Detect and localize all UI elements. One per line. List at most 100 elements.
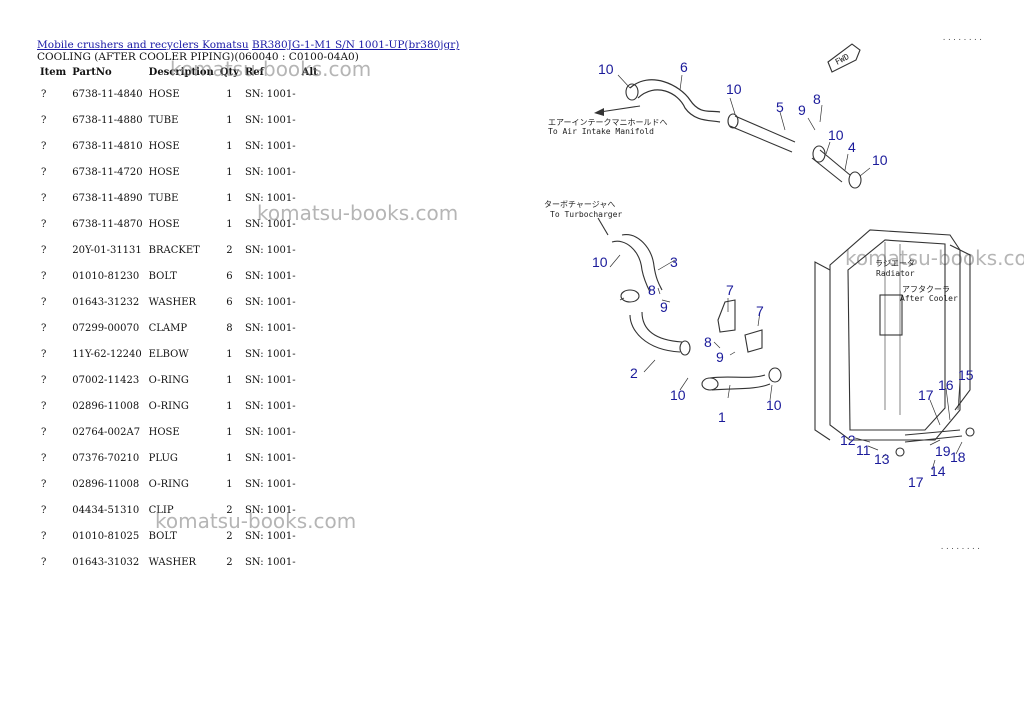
cell-ref: SN: 1001- <box>244 322 296 334</box>
cell-qty: 2 <box>226 244 233 256</box>
cell-alt <box>299 315 321 341</box>
cell-partno: 6738-11-4870 <box>72 218 143 230</box>
cell-item: ? <box>41 114 47 126</box>
cell-description: O-RING <box>148 400 189 412</box>
cell-item: ? <box>41 140 47 152</box>
cell-item: ? <box>41 452 47 464</box>
cell-partno: 07002-11423 <box>72 374 140 386</box>
cell-qty: 1 <box>226 374 233 386</box>
cell-qty: 6 <box>226 270 233 282</box>
cell-description: BRACKET <box>148 244 200 256</box>
cell-item: ? <box>41 166 47 178</box>
callout-number: 4 <box>848 139 856 155</box>
cell-ref: SN: 1001- <box>244 452 296 464</box>
cell-item: ? <box>41 218 47 230</box>
hose-3 <box>611 240 651 293</box>
radiator-block <box>814 229 971 441</box>
svg-text:ターボチャージャへ: ターボチャージャへ <box>544 200 615 209</box>
callout-number: 10 <box>592 254 608 270</box>
cell-qty: 1 <box>226 426 233 438</box>
callout-number: 2 <box>630 365 638 381</box>
svg-text:To Air Intake Manifold: To Air Intake Manifold <box>548 127 654 136</box>
header-description: Description <box>148 67 214 78</box>
cell-partno: 04434-51310 <box>72 504 140 516</box>
cell-partno: 02896-11008 <box>72 478 140 490</box>
cell-item: ? <box>41 426 47 438</box>
callout-number: 10 <box>670 387 686 403</box>
breadcrumb-link-catalog[interactable]: Mobile crushers and recyclers Komatsu <box>37 39 249 51</box>
cell-partno: 01010-81025 <box>72 530 140 542</box>
cell-item: ? <box>41 192 47 204</box>
svg-text:アフタクーラ: アフタクーラ <box>902 285 950 294</box>
cell-description: CLIP <box>148 504 174 516</box>
hose-4 <box>811 149 851 183</box>
cell-qty: 8 <box>226 322 233 334</box>
callout-number: 12 <box>840 432 856 448</box>
cell-qty: 1 <box>226 478 233 490</box>
nav-dots-bottom: ........ <box>940 543 982 551</box>
cell-alt <box>299 419 321 445</box>
cell-qty: 1 <box>226 140 233 152</box>
callout-number: 15 <box>958 367 974 383</box>
cell-alt <box>299 81 321 107</box>
cell-qty: 1 <box>226 114 233 126</box>
breadcrumb: Mobile crushers and recyclers Komatsu BR… <box>37 39 459 51</box>
cell-alt <box>299 185 321 211</box>
cell-item: ? <box>41 374 47 386</box>
cell-alt <box>299 523 321 549</box>
cell-partno: 6738-11-4720 <box>72 166 143 178</box>
cell-description: TUBE <box>148 192 179 204</box>
cell-item: ? <box>41 348 47 360</box>
cell-description: WASHER <box>148 556 197 568</box>
callout-number: 16 <box>938 377 954 393</box>
cell-partno: 02896-11008 <box>72 400 140 412</box>
cell-partno: 07376-70210 <box>72 452 140 464</box>
breadcrumb-link-model[interactable]: BR380JG-1-M1 S/N 1001-UP(br380jgr) <box>251 39 460 51</box>
callout-number: 9 <box>798 102 806 118</box>
cell-ref: SN: 1001- <box>244 504 296 516</box>
callout-number: 10 <box>828 127 844 143</box>
tube-2 <box>629 311 683 353</box>
callout-number: 17 <box>918 387 934 403</box>
cell-item: ? <box>41 270 47 282</box>
cell-ref: SN: 1001- <box>244 296 296 308</box>
cell-qty: 1 <box>226 452 233 464</box>
cell-partno: 6738-11-4810 <box>72 140 143 152</box>
callout-number: 7 <box>726 282 734 298</box>
cell-partno: 20Y-01-31131 <box>72 244 142 256</box>
cell-ref: SN: 1001- <box>244 374 296 386</box>
tube-5 <box>729 115 796 153</box>
cell-partno: 07299-00070 <box>72 322 140 334</box>
svg-text:ラジエータ: ラジエータ <box>875 259 915 268</box>
cell-alt <box>299 367 321 393</box>
cell-ref: SN: 1001- <box>244 556 296 568</box>
callout-number: 18 <box>950 449 966 465</box>
cell-description: TUBE <box>148 114 179 126</box>
callout-number: 7 <box>756 303 764 319</box>
cell-alt <box>299 211 321 237</box>
cell-item: ? <box>41 400 47 412</box>
page-title: COOLING (AFTER COOLER PIPING)(060040 : C… <box>37 51 359 63</box>
hose-6 <box>629 79 721 113</box>
fwd-arrow-icon: FWD <box>827 43 861 73</box>
cell-description: BOLT <box>148 530 177 542</box>
callout-number: 17 <box>908 474 924 490</box>
cell-partno: 6738-11-4890 <box>72 192 143 204</box>
header-ref: Ref <box>244 67 264 78</box>
cell-description: HOSE <box>148 218 180 230</box>
cell-partno: 01643-31232 <box>72 296 140 308</box>
cell-alt <box>299 549 321 575</box>
cell-alt <box>299 445 321 471</box>
svg-text:To Turbocharger: To Turbocharger <box>550 210 622 219</box>
hose-1 <box>709 374 771 391</box>
